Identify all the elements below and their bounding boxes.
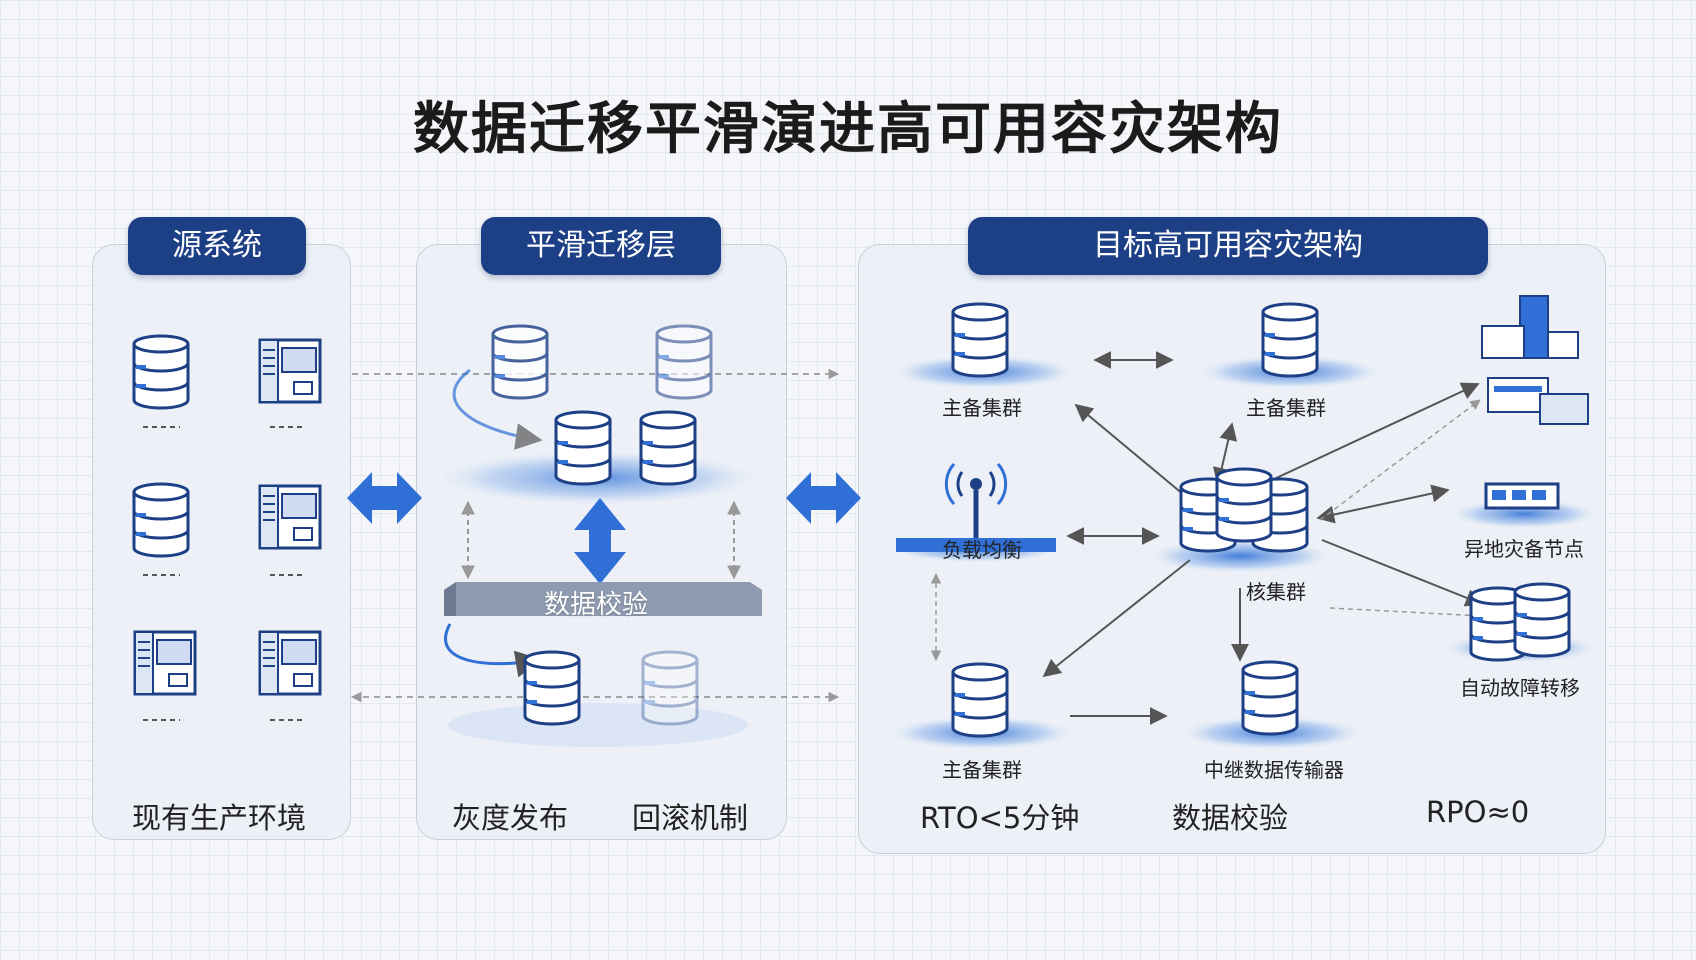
remote-dr-label: 异地灾备节点: [1464, 537, 1584, 561]
load-balancer-label: 负载均衡: [942, 538, 1022, 562]
core-cluster-label: 核集群: [1246, 580, 1306, 604]
migration-database-icon-6: [641, 650, 699, 726]
source-server-icon-4: [258, 630, 322, 696]
migration-database-icon-2: [655, 324, 713, 400]
source-database-icon-1: [132, 334, 190, 410]
source-database-icon-2: [132, 482, 190, 558]
source-migration-double-arrow: [347, 472, 422, 524]
rto-footer: RTO<5分钟: [920, 801, 1080, 835]
diagram-title: 数据迁移平滑演进高可用容灾架构: [413, 97, 1283, 162]
gray-release-footer: 灰度发布: [452, 801, 569, 835]
cluster-database-icon-top-left: [951, 302, 1009, 378]
migration-database-icon-3: [554, 410, 612, 486]
migration-database-icon-1: [491, 324, 549, 400]
cluster-database-icon-top-mid: [1261, 302, 1319, 378]
relay-transmitter-label: 中继数据传输器: [1204, 758, 1344, 782]
migration-target-double-arrow: [786, 472, 861, 524]
datacenter-buildings-icon: [1481, 295, 1589, 425]
target-architecture-badge: 目标高可用容灾架构: [968, 217, 1488, 275]
source-server-icon-3: [133, 630, 197, 696]
source-server-icon-1: [258, 338, 322, 404]
migration-layer-badge: 平滑迁移层: [481, 217, 721, 275]
core-cluster-database-icon: [1179, 467, 1309, 553]
cluster-label-top-left: 主备集群: [942, 396, 1022, 420]
migration-database-icon-5: [523, 650, 581, 726]
source-footer: 现有生产环境: [132, 801, 307, 835]
data-check-banner: [444, 582, 762, 616]
load-balancer-antenna-icon: [896, 463, 1056, 552]
data-check-footer: 数据校验: [1172, 801, 1289, 835]
auto-failover-database-icon: [1469, 582, 1571, 662]
auto-failover-label: 自动故障转移: [1460, 676, 1580, 700]
migration-database-icon-4: [639, 410, 697, 486]
cluster-label-bottom-left: 主备集群: [942, 758, 1022, 782]
cluster-database-icon-bottom-left: [951, 662, 1009, 738]
remote-dr-building-icon: [1484, 482, 1560, 510]
source-system-badge: 源系统: [128, 217, 306, 275]
rollback-footer: 回滚机制: [632, 801, 749, 835]
cluster-label-top-mid: 主备集群: [1246, 396, 1326, 420]
data-check-label: 数据校验: [544, 590, 649, 620]
source-server-icon-2: [258, 484, 322, 550]
relay-database-icon-bottom-mid: [1241, 660, 1299, 736]
rpo-footer: RPO≈0: [1426, 795, 1530, 829]
sync-vertical-arrow: [574, 498, 626, 584]
